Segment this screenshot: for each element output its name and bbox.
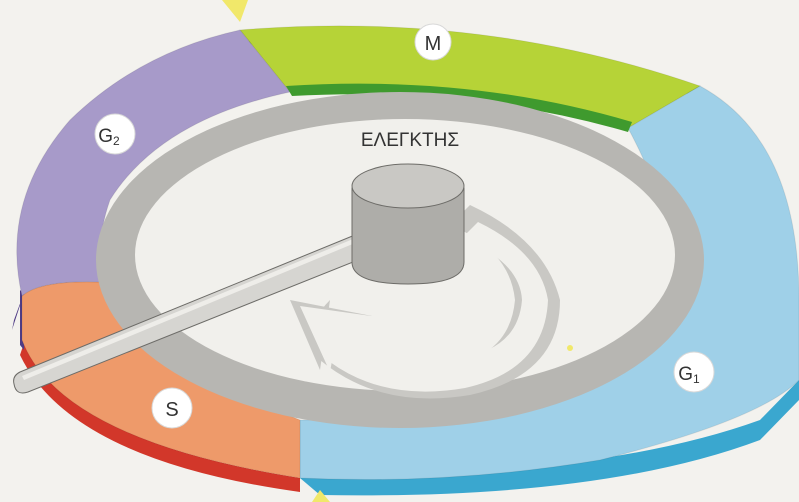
marker-dot xyxy=(567,345,573,351)
knob-top xyxy=(352,164,464,208)
controller-knob xyxy=(352,164,464,284)
phase-label-text: S xyxy=(165,399,178,421)
phase-label-sub: 1 xyxy=(693,372,700,386)
phase-label-g1: G1 xyxy=(674,352,714,392)
phase-label-s: S xyxy=(152,388,192,428)
phase-label-m: M xyxy=(415,24,451,60)
phase-label-sub: 2 xyxy=(113,134,120,148)
phase-label-main: G xyxy=(678,364,693,385)
phase-label-main: G xyxy=(98,126,113,147)
controller-label: ΕΛΕΓΚΤΗΣ xyxy=(361,130,459,151)
phase-label-g2: G2 xyxy=(95,114,135,154)
phase-label-text: M xyxy=(425,33,442,55)
